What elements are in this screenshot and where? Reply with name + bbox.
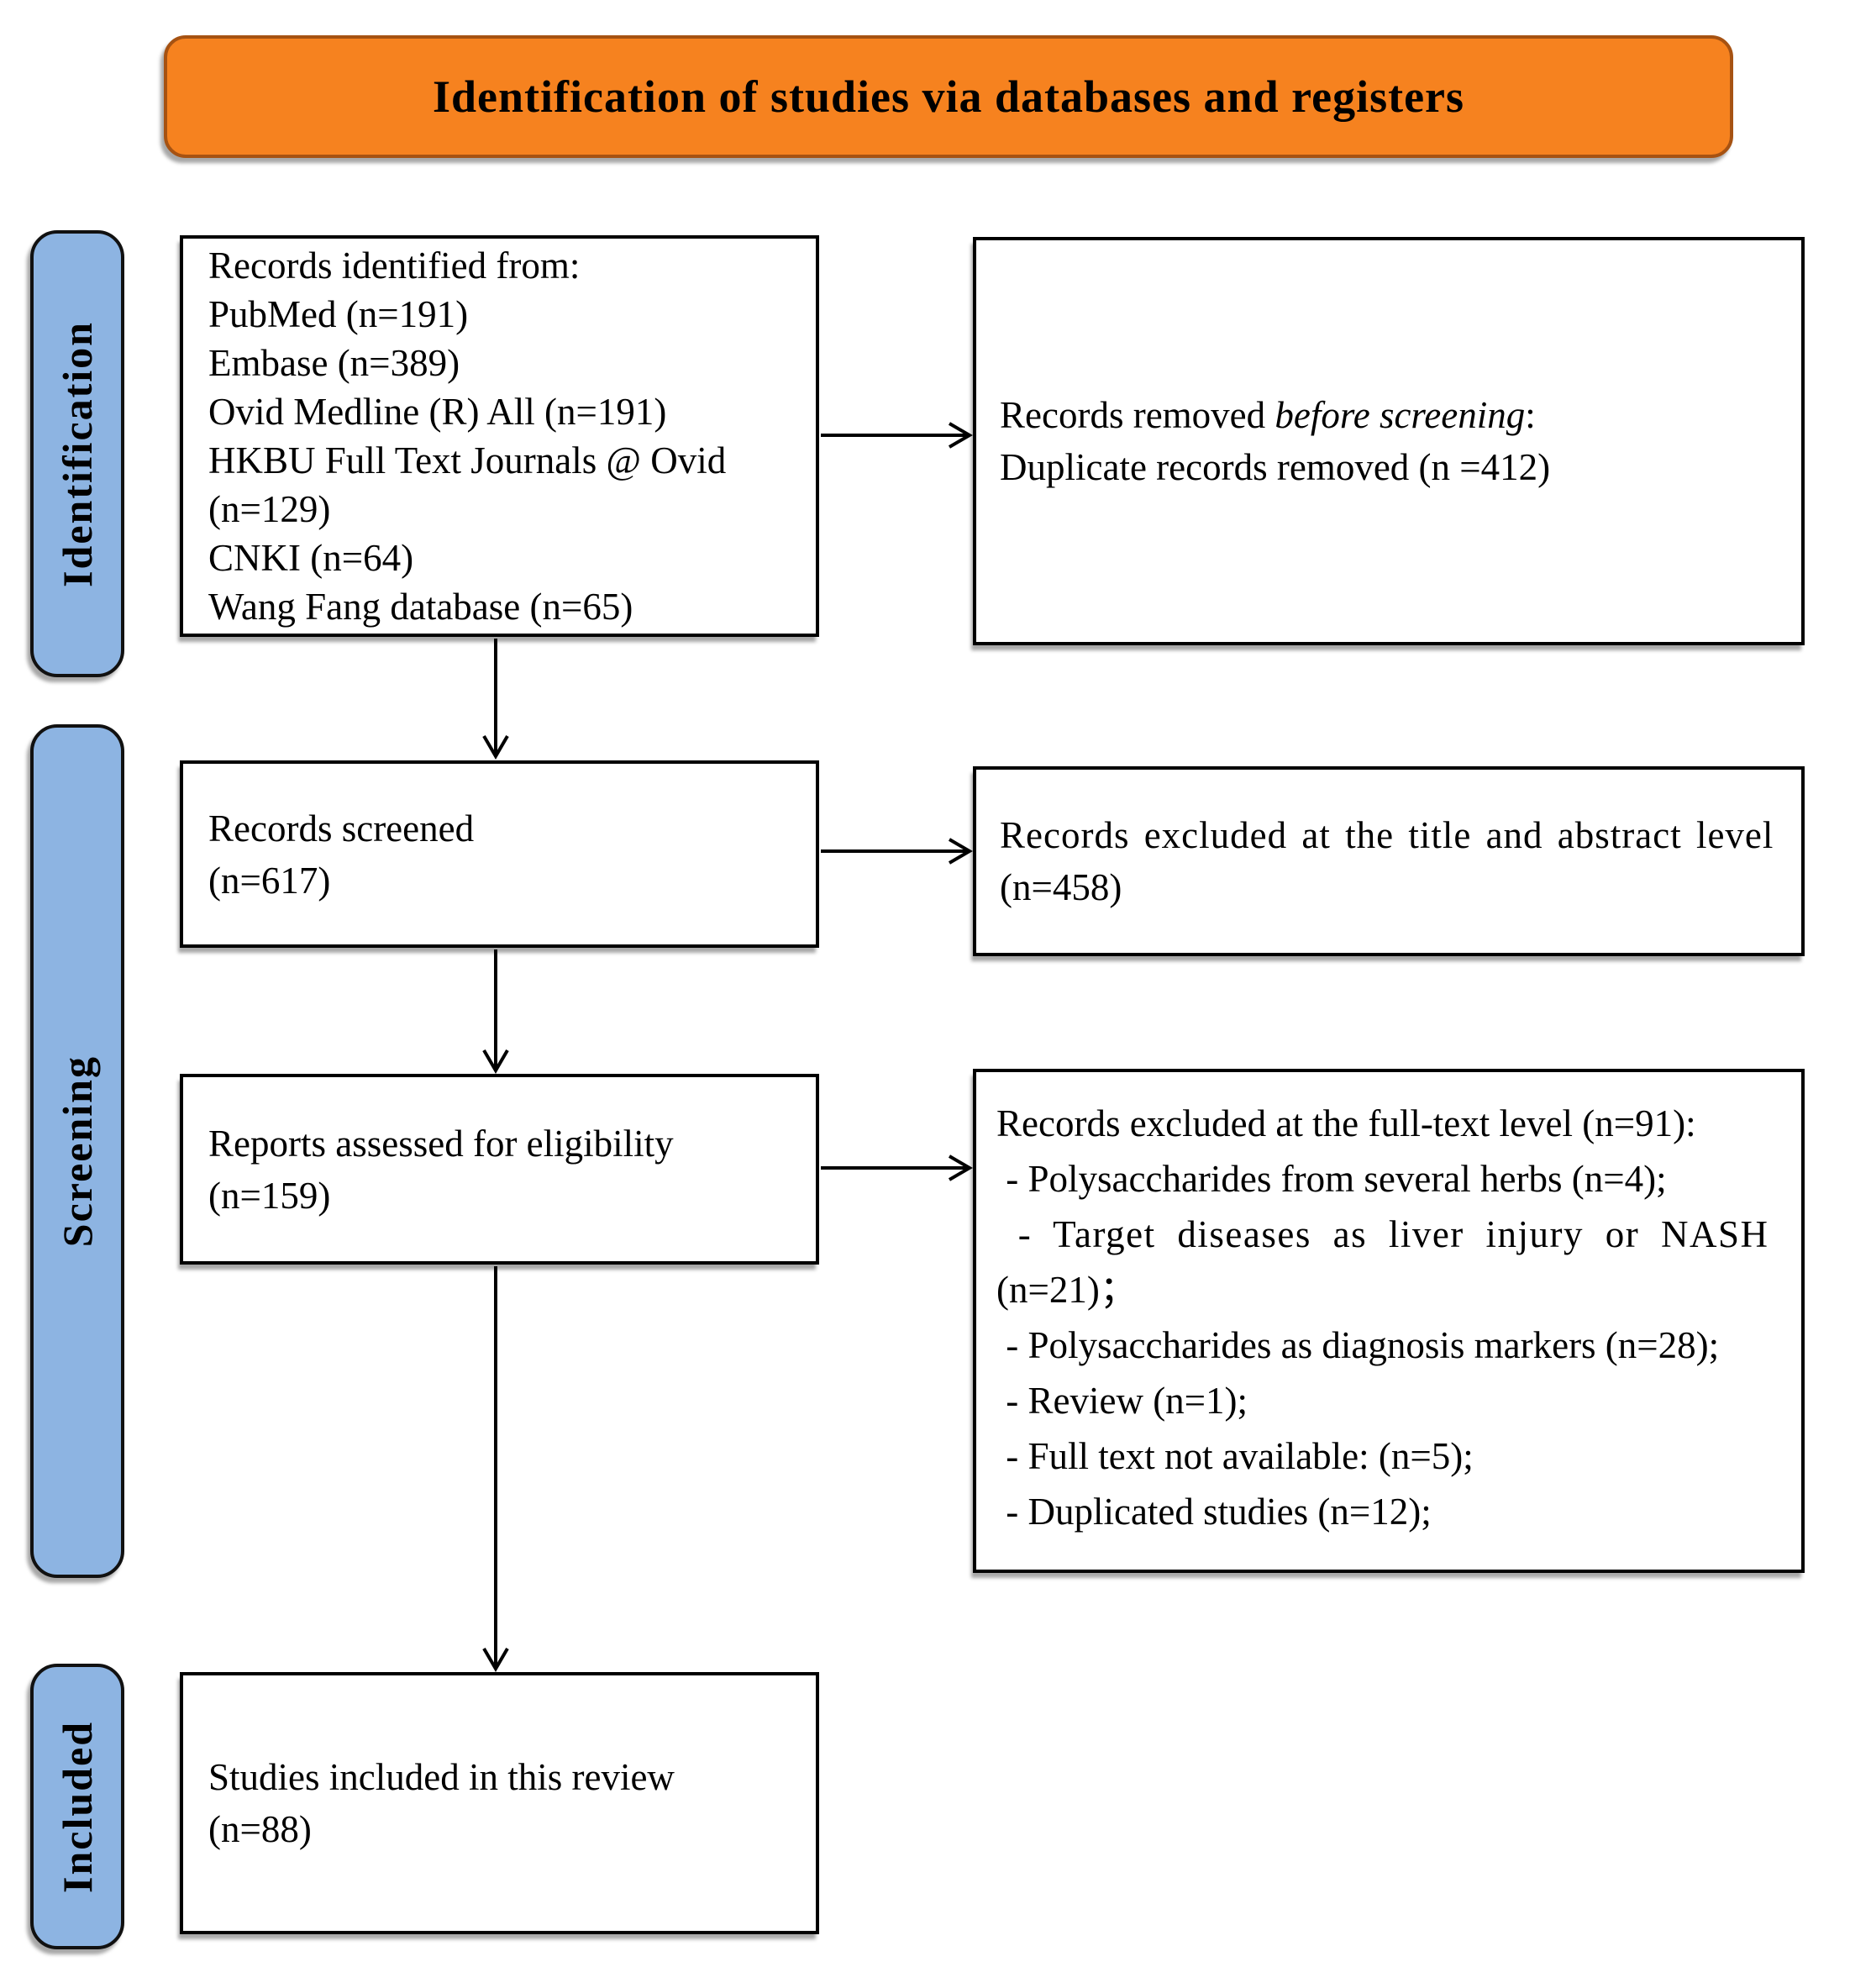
box-records-screened: Records screened (n=617) <box>180 760 819 948</box>
records-screened-line: Records screened <box>208 807 475 849</box>
excluded-fulltext-reason: (n=21)； <box>996 1269 1138 1311</box>
excluded-fulltext-reason: - Review (n=1); <box>996 1380 1248 1422</box>
records-identified-line: (n=129) <box>208 488 331 530</box>
banner-title-text: Identification of studies via databases … <box>432 71 1465 122</box>
records-identified-line: CNKI (n=64) <box>208 537 414 579</box>
excluded-fulltext-reason: - Full text not available: (n=5); <box>996 1435 1474 1477</box>
records-removed-line: Records removed before screening: <box>1000 389 1786 441</box>
records-identified-line: Ovid Medline (R) All (n=191) <box>208 391 667 433</box>
records-identified-line: Embase (n=389) <box>208 342 460 384</box>
excluded-title-abstract-line: Records excluded at the title and abstra… <box>1000 814 1774 856</box>
stage-label-included-text: Included <box>54 1720 101 1893</box>
records-removed-italic: before screening <box>1274 394 1526 436</box>
records-identified-line: Records identified from: <box>208 245 581 287</box>
box-reports-assessed: Reports assessed for eligibility (n=159) <box>180 1074 819 1265</box>
duplicate-records-removed-line: Duplicate records removed (n =412) <box>1000 446 1551 488</box>
excluded-fulltext-reason: - Target diseases as liver injury or NAS… <box>996 1213 1769 1255</box>
excluded-fulltext-line: Records excluded at the full-text level … <box>996 1102 1696 1144</box>
box-records-identified: Records identified from: PubMed (n=191) … <box>180 235 819 637</box>
stage-label-screening: Screening <box>30 724 124 1578</box>
records-identified-line: HKBU Full Text Journals @ Ovid <box>208 439 727 481</box>
excluded-fulltext-reason: - Polysaccharides from several herbs (n=… <box>996 1158 1667 1200</box>
stage-label-identification: Identification <box>30 230 124 677</box>
excluded-fulltext-reason: - Polysaccharides as diagnosis markers (… <box>996 1324 1720 1366</box>
records-identified-line: Wang Fang database (n=65) <box>208 586 633 628</box>
records-removed-suffix: : <box>1525 394 1536 436</box>
stage-label-screening-text: Screening <box>54 1054 101 1248</box>
reports-assessed-line: Reports assessed for eligibility <box>208 1122 674 1165</box>
excluded-title-abstract-count: (n=458) <box>1000 866 1122 908</box>
records-identified-line: PubMed (n=191) <box>208 293 469 335</box>
studies-included-line: Studies included in this review <box>208 1756 675 1798</box>
banner-title: Identification of studies via databases … <box>164 35 1733 158</box>
stage-label-identification-text: Identification <box>54 320 101 587</box>
box-records-removed-before-screening: Records removed before screening: Duplic… <box>973 237 1805 645</box>
reports-assessed-count: (n=159) <box>208 1174 331 1217</box>
box-records-excluded-fulltext: Records excluded at the full-text level … <box>973 1069 1805 1573</box>
stage-label-included: Included <box>30 1664 124 1949</box>
box-studies-included: Studies included in this review (n=88) <box>180 1672 819 1934</box>
excluded-fulltext-reason: - Duplicated studies (n=12); <box>996 1491 1432 1533</box>
records-screened-count: (n=617) <box>208 859 331 902</box>
records-removed-prefix: Records removed <box>1000 394 1275 436</box>
studies-included-count: (n=88) <box>208 1808 312 1850</box>
box-records-excluded-title-abstract: Records excluded at the title and abstra… <box>973 766 1805 956</box>
